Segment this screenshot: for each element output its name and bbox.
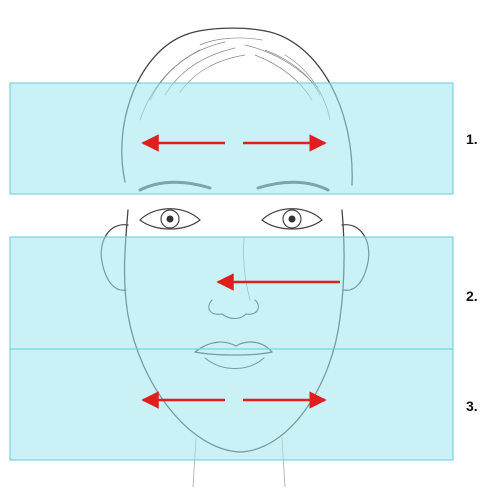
band-middle (10, 237, 453, 349)
measurement-bands (10, 83, 453, 460)
band-lower (10, 349, 453, 460)
step-label-1: 1. (466, 131, 478, 147)
step-label-3: 3. (466, 398, 478, 414)
band-upper (10, 83, 453, 194)
step-label-2: 2. (466, 288, 478, 304)
